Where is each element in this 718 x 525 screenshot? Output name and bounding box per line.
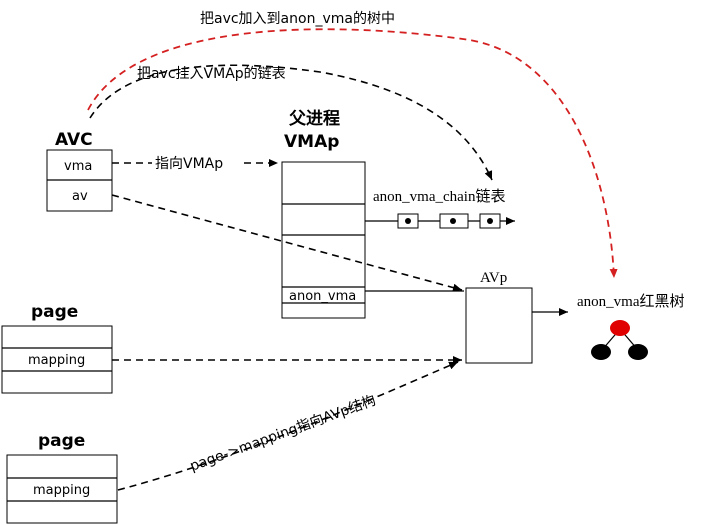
add-avc-to-tree-label: 把avc加入到anon_vma的树中 [200, 11, 395, 27]
page2-struct [6, 454, 118, 524]
rbtree-left-node [591, 344, 611, 360]
hook-avc-to-chain-label: 把avc挂入VMAp的链表 [137, 66, 286, 82]
page1-struct [1, 325, 113, 394]
vmap-title: VMAp [284, 132, 339, 152]
page2-field-mapping: mapping [33, 483, 90, 498]
avc-title: AVC [55, 130, 93, 150]
avp-struct [465, 287, 533, 364]
rbtree-right-node [628, 344, 648, 360]
black-arc-avc-to-chain [89, 64, 493, 181]
vmap-field-anon-vma: anon_vma [289, 289, 356, 304]
page1-title: page [31, 302, 78, 322]
chain-node-2 [439, 213, 469, 229]
avc-field-vma: vma [64, 159, 92, 174]
page-mapping-points-avp-label: page->mapping指向AVp结构 [188, 393, 378, 475]
points-to-vmap-label: 指向VMAp [155, 156, 223, 172]
avc-field-av: av [72, 189, 88, 204]
vmap-struct [281, 161, 366, 319]
rbtree-root-node [610, 320, 630, 336]
parent-process-label: 父进程 [288, 109, 340, 129]
arrow-page2-to-avp [117, 361, 459, 491]
chain-node-1 [397, 213, 419, 229]
arrow-av-to-avp [111, 194, 463, 292]
rbtree-title: anon_vma红黑树 [577, 293, 684, 310]
avp-title: AVp [480, 270, 507, 286]
chain-node-3 [479, 213, 501, 229]
page2-title: page [38, 431, 85, 451]
page1-field-mapping: mapping [28, 353, 85, 368]
anon-vma-chain-label: anon_vma_chain链表 [373, 188, 505, 205]
red-arc-avc-to-rbtree [87, 28, 618, 279]
